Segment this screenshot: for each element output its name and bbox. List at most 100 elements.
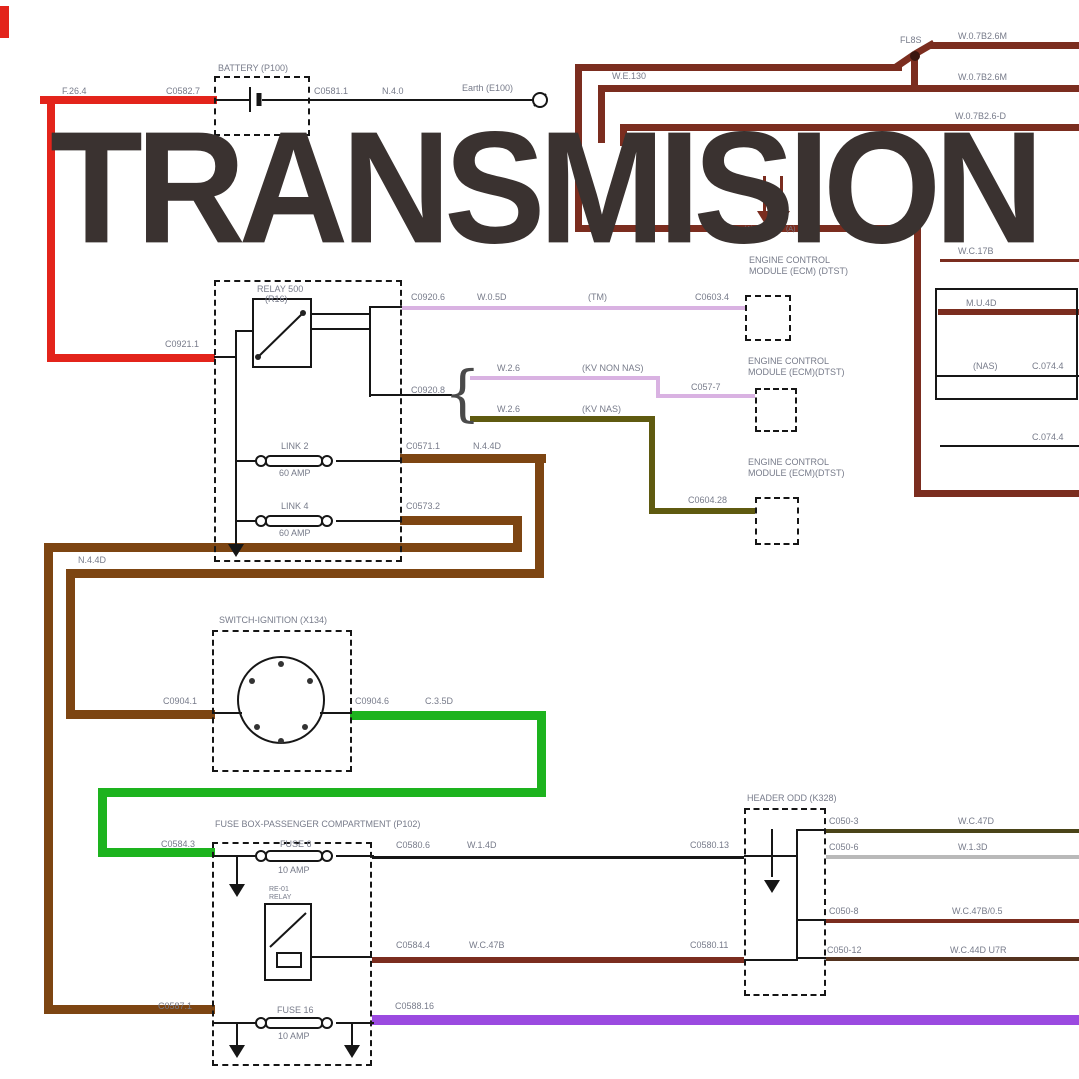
wire-segment xyxy=(575,225,921,232)
wire-segment xyxy=(235,330,253,332)
wire-segment xyxy=(236,1023,238,1045)
label: Earth (E100) xyxy=(462,83,514,93)
label: C0580.13 xyxy=(690,840,730,850)
wire-segment xyxy=(826,829,1079,833)
wire-segment xyxy=(44,543,522,552)
wire-segment xyxy=(513,516,522,552)
label: W.0.7B2.6M xyxy=(958,31,1008,41)
label: (NAS) xyxy=(973,361,998,371)
wire-segment xyxy=(763,176,766,212)
wire-segment xyxy=(940,259,1079,262)
label: C057-7 xyxy=(691,382,721,392)
wire-segment xyxy=(826,919,1079,923)
label: 60 AMP xyxy=(279,528,311,538)
label: N.4.4D xyxy=(78,555,107,565)
diagram-title: TRANSMISION xyxy=(50,98,1044,278)
label: (A) xyxy=(744,226,754,233)
header-box xyxy=(744,808,826,996)
label: RELAY 500 xyxy=(257,284,304,294)
wire-segment xyxy=(0,6,9,38)
label: (R16) xyxy=(265,294,288,304)
wire-segment xyxy=(598,85,605,143)
wire-segment xyxy=(40,96,217,104)
wire-segment xyxy=(369,306,402,308)
label: W.E.130 xyxy=(612,71,647,81)
label: N.4.0 xyxy=(382,86,404,96)
label: RE-01 xyxy=(269,886,289,893)
wire-segment xyxy=(214,356,237,358)
label: C.074.4 xyxy=(1032,361,1064,371)
label: FUSE BOX-PASSENGER COMPARTMENT (P102) xyxy=(215,819,421,829)
label: 10 AMP xyxy=(278,1031,310,1041)
wire-segment xyxy=(914,490,1079,497)
wire-segment xyxy=(400,516,522,525)
split-brace: { xyxy=(444,357,481,429)
label: W.C.17B xyxy=(958,246,994,256)
wire-segment xyxy=(598,85,1079,92)
wire-segment xyxy=(351,1023,353,1045)
label: W.0.7B2.6-D xyxy=(955,111,1007,121)
label: C.074.4 xyxy=(1032,432,1064,442)
wire-segment xyxy=(537,711,546,797)
wire-segment xyxy=(262,99,534,101)
label: C0584.4 xyxy=(396,940,431,950)
wire-segment xyxy=(98,788,107,856)
wire-segment xyxy=(402,306,745,310)
wire-segment xyxy=(212,712,242,714)
ground-arrow xyxy=(344,1045,360,1058)
label: FUSE 6 xyxy=(280,839,312,849)
fusebox-relay-symbol xyxy=(264,903,312,981)
wire-segment xyxy=(400,454,546,463)
label: W.C.47B xyxy=(469,940,505,950)
wire-segment xyxy=(44,1005,215,1014)
ecm3-box xyxy=(755,497,799,545)
wire-segment xyxy=(402,394,452,396)
wire-segment xyxy=(312,328,371,330)
wire-segment xyxy=(236,856,238,884)
label: MODULE (ECM)(DTST) xyxy=(748,367,845,377)
wire-segment xyxy=(470,376,660,380)
label: C0573.2 xyxy=(406,501,441,511)
wire-segment xyxy=(797,957,826,959)
wire-segment xyxy=(372,1015,1079,1025)
wire-segment xyxy=(470,416,655,422)
label: C050-3 xyxy=(829,816,859,826)
label: W.0.5D xyxy=(477,292,507,302)
wire-segment xyxy=(66,710,215,719)
label: SWITCH-IGNITION (X134) xyxy=(219,615,328,625)
label: 60 AMP xyxy=(279,468,311,478)
label: C0580.6 xyxy=(396,840,431,850)
label: (TM) xyxy=(588,292,607,302)
wire-segment xyxy=(212,855,258,857)
wire-segment xyxy=(797,829,826,831)
fuse-symbol xyxy=(265,850,323,862)
label: C0904.6 xyxy=(355,696,390,706)
wire-segment xyxy=(66,569,75,719)
label: W.2.6 xyxy=(497,404,521,414)
battery-box xyxy=(214,76,310,136)
label: C0921.1 xyxy=(165,339,200,349)
wire-segment xyxy=(312,956,372,958)
wire-segment xyxy=(780,176,783,212)
label: C0588.16 xyxy=(395,1001,435,1011)
wire-segment xyxy=(214,99,250,101)
wire-segment xyxy=(336,1022,374,1024)
label: N.4.4D xyxy=(473,441,502,451)
relay-symbol xyxy=(252,298,312,368)
label: C0603.4 xyxy=(695,292,730,302)
label: W.C.47B/0.5 xyxy=(952,906,1003,916)
label: C050-6 xyxy=(829,842,859,852)
label: MODULE (ECM)(DTST) xyxy=(748,468,845,478)
label: C0920.8 xyxy=(411,385,446,395)
wire-segment xyxy=(235,520,257,522)
wire-segment xyxy=(372,856,744,859)
wire-segment xyxy=(649,416,655,514)
wire-segment xyxy=(744,959,798,961)
wire-segment xyxy=(911,58,918,88)
wire-segment xyxy=(796,829,798,961)
wire-segment xyxy=(350,711,546,720)
label: W.C.47D xyxy=(958,816,995,826)
label: W.0.7B2.6M xyxy=(958,72,1008,82)
label: C0584.3 xyxy=(161,839,196,849)
